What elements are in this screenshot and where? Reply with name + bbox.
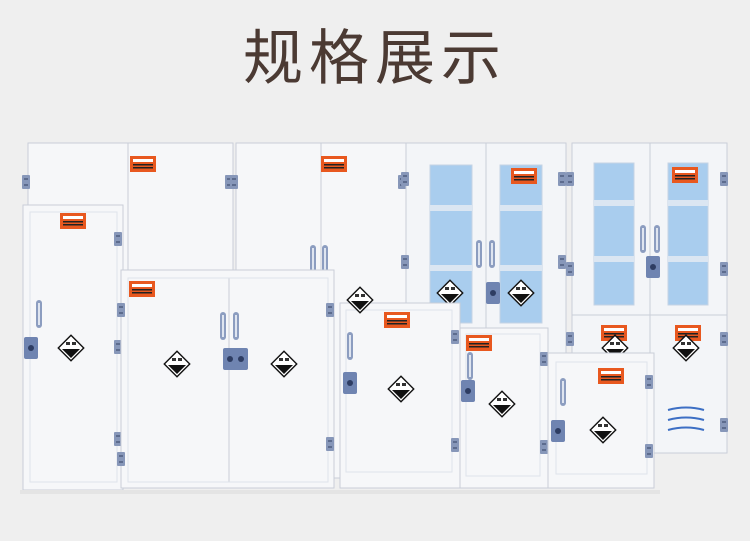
cabinet-front-small [459,327,549,489]
page-title: 规格展示 [243,24,507,94]
ventilation-vent-icon [667,406,705,431]
cabinet-front-left-tall [22,204,124,491]
cabinet-front-double [117,269,335,489]
cabinet-front-medium [339,286,461,489]
cabinet-front-smallest [547,352,655,489]
